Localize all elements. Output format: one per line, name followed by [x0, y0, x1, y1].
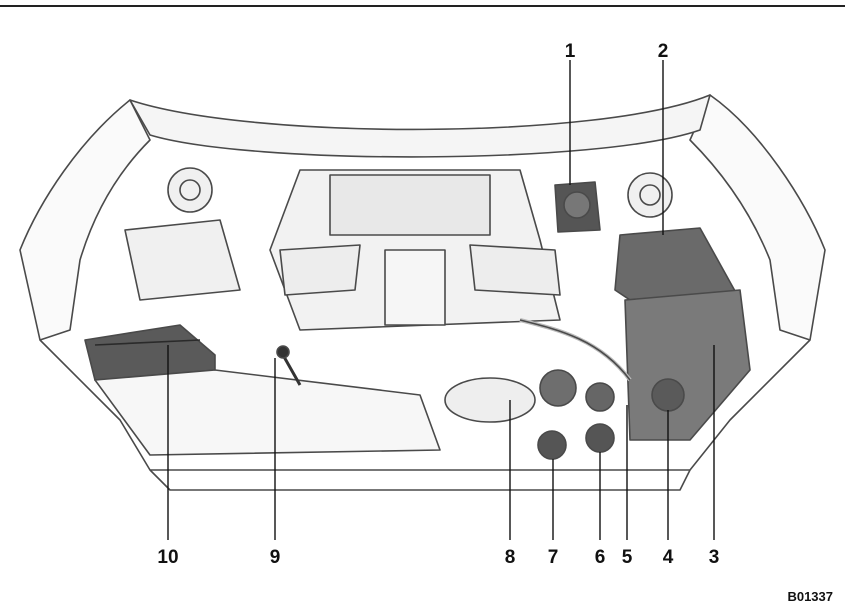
callout-9: 9 [269, 547, 281, 568]
radiator-support [39, 339, 811, 471]
callout-10: 10 [157, 547, 179, 568]
figure-code: B01337 [787, 589, 833, 604]
callout-8: 8 [504, 547, 516, 568]
callout-6: 6 [594, 547, 606, 568]
left-strut-tower [167, 167, 213, 213]
battery [624, 289, 751, 441]
oil-filler-cap [537, 430, 567, 460]
intake-plenum [329, 174, 491, 236]
intake-duct [124, 219, 241, 301]
callout-1: 1 [564, 41, 576, 62]
radiator-cap [539, 369, 577, 407]
callout-5: 5 [621, 547, 633, 568]
left-fender [19, 99, 151, 341]
air-cleaner [84, 324, 216, 381]
leader-lines [167, 60, 715, 540]
coolant-reservoir-cap [585, 382, 615, 412]
callout-7: 7 [547, 547, 559, 568]
callout-3: 3 [708, 547, 720, 568]
callout-2: 2 [657, 41, 669, 62]
oil-dipstick [281, 354, 302, 386]
cowl [129, 94, 711, 158]
washer-fluid-cap [651, 378, 685, 412]
callout-4: 4 [662, 547, 674, 568]
right-strut-tower [627, 172, 673, 218]
power-steering-reservoir [585, 423, 615, 453]
front-panel [149, 469, 691, 491]
right-fender [689, 94, 826, 341]
lower-shroud [94, 369, 441, 456]
